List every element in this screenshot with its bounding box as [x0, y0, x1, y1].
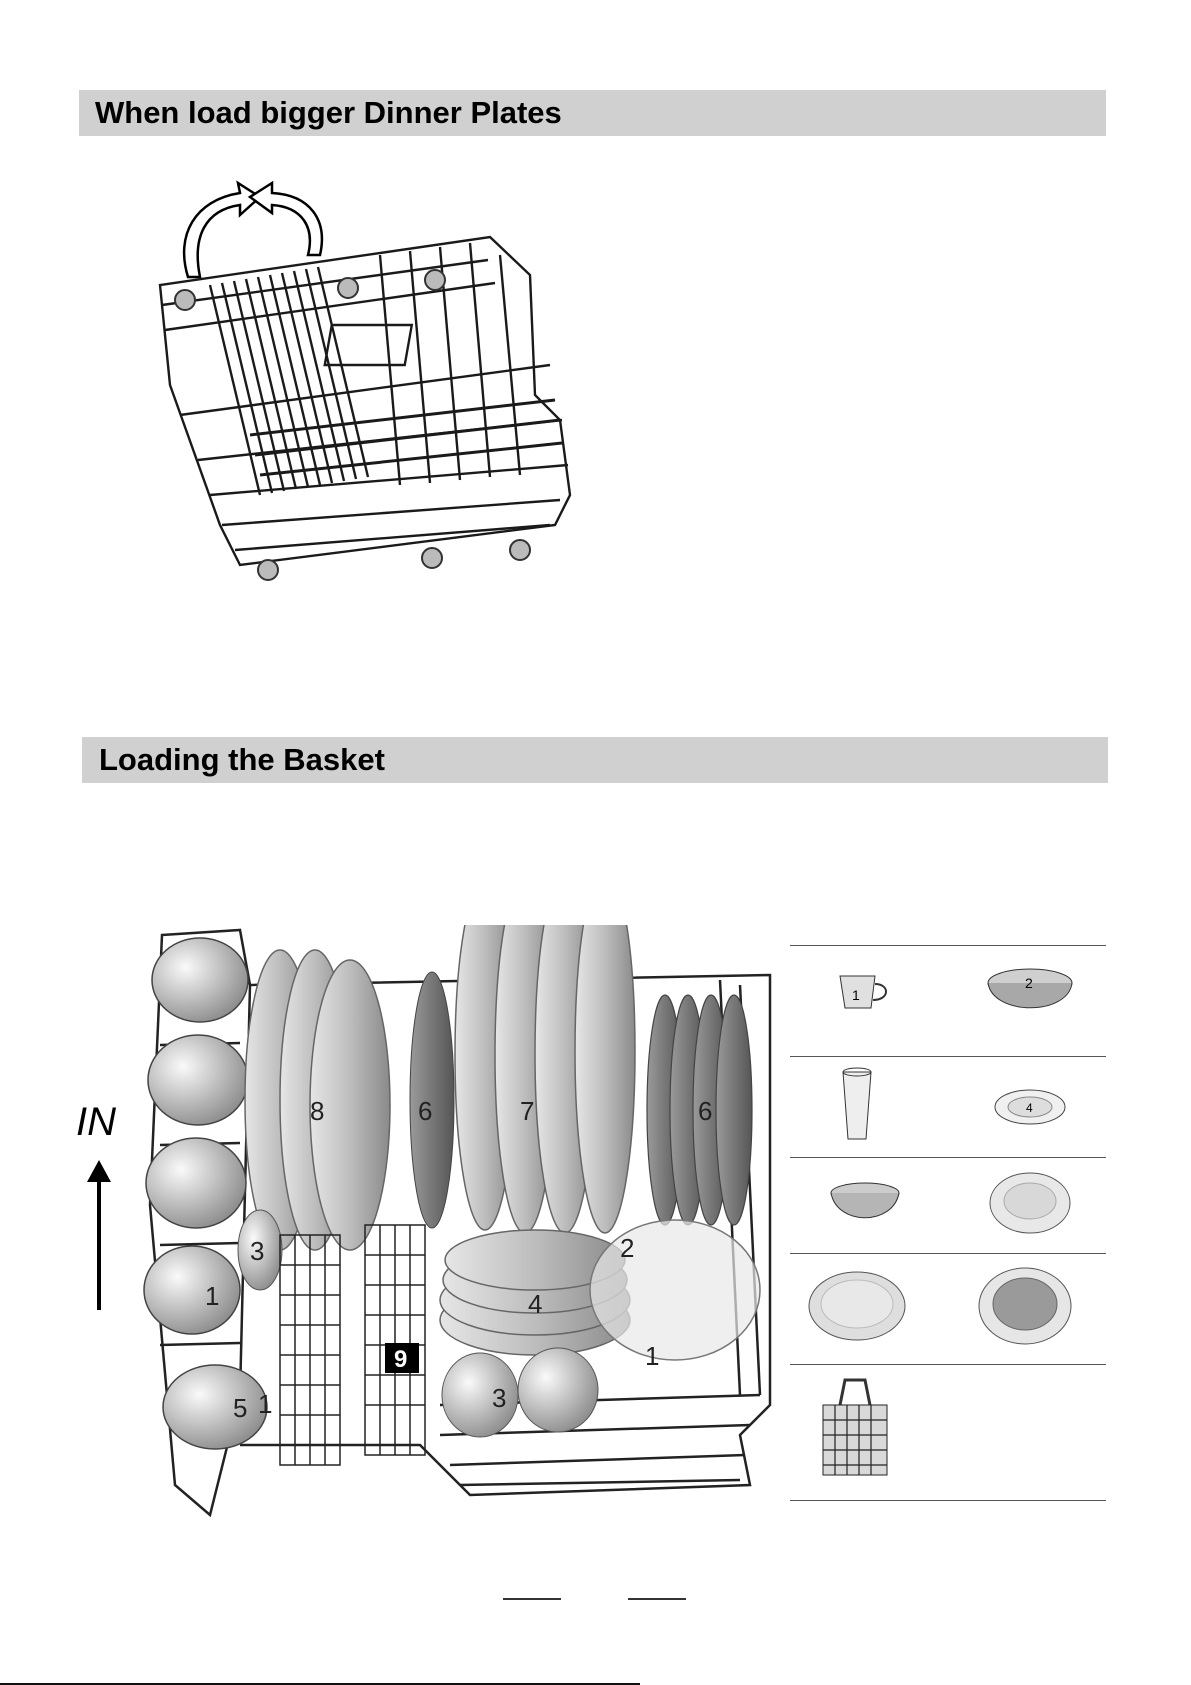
upper-rack-illustration: [150, 165, 630, 635]
legend-dish-number: 4: [1026, 1101, 1033, 1115]
label-cup: 1: [205, 1281, 219, 1311]
direction-label: IN: [76, 1100, 116, 1145]
section-header-dinner-plates: When load bigger Dinner Plates: [79, 90, 1106, 136]
label-glass: 3: [492, 1383, 506, 1413]
label-bowl: 2: [620, 1233, 634, 1263]
cereal-bowl-icon: [825, 1178, 905, 1228]
item-legend-table: 1 2 4: [790, 945, 1106, 1501]
label-glass-left: 3: [250, 1236, 264, 1266]
legend-row-plates: [790, 1253, 1106, 1364]
label-small-bowl: 5: [233, 1393, 247, 1423]
label-dessert-plate-right: 6: [698, 1096, 712, 1126]
fold-arrows-icon: [184, 183, 322, 277]
label-cup-right: 1: [645, 1341, 659, 1371]
label-cup-lower: 1: [258, 1389, 272, 1419]
section-header-loading-basket: Loading the Basket: [82, 737, 1108, 783]
glass-icon: [838, 1067, 878, 1147]
footer-line-right: [628, 1598, 686, 1600]
section-title: Loading the Basket: [99, 742, 385, 777]
legend-cup-number: 1: [852, 987, 860, 1003]
label-plate-large: 4: [528, 1289, 542, 1319]
legend-row-bowl-plate: [790, 1157, 1106, 1253]
legend-bowl-number: 2: [1025, 975, 1033, 991]
dinner-plate-icon: [805, 1266, 910, 1346]
label-dessert-plate: 6: [418, 1096, 432, 1126]
label-cutlery: 9: [394, 1346, 407, 1373]
label-soup-plate: 8: [310, 1096, 324, 1126]
bowl-icon: 2: [983, 961, 1078, 1021]
label-dinner-plate: 7: [520, 1096, 534, 1126]
soup-plate-icon: [985, 1168, 1075, 1238]
cutlery-basket-icon: [815, 1375, 895, 1485]
legend-row-cutlery: [790, 1364, 1106, 1501]
lower-basket-illustration: 8 6 7 6 2 4 3 3 1 5 1 1 9: [140, 925, 780, 1520]
small-dish-icon: 4: [990, 1085, 1070, 1130]
legend-row-glass-dish: 4: [790, 1056, 1106, 1157]
section-title: When load bigger Dinner Plates: [95, 95, 562, 130]
legend-row-cup-bowl: 1 2: [790, 945, 1106, 1056]
arrow-up-icon: [86, 1160, 112, 1310]
footer-line-left: [503, 1598, 561, 1600]
dessert-plate-icon: [975, 1264, 1075, 1349]
cup-icon: 1: [835, 966, 895, 1016]
